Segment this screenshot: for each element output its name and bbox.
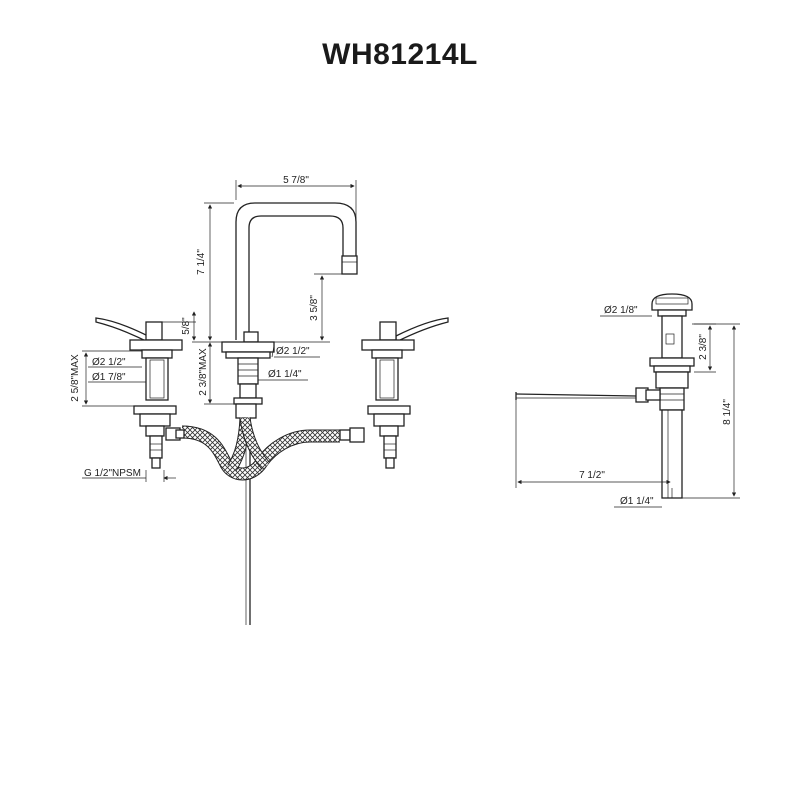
dim-spout-base-dia: Ø2 1/2" [276, 346, 310, 357]
dim-drain-tail-dia: Ø1 1/4" [620, 496, 654, 507]
left-handle [95, 317, 183, 469]
faucet-dimension-labels: 5 7/8" 7 1/4" 3 5/8" 5/8" Ø2 1/2" Ø1 1/4… [70, 175, 320, 479]
faucet-dimensions [82, 180, 357, 482]
dim-drain-rod: 7 1/2" [579, 470, 605, 481]
dim-thread: G 1/2"NPSM [84, 468, 141, 479]
dim-spout-shank-dia: Ø1 1/4" [268, 369, 302, 380]
dim-handle-base-dia: Ø2 1/2" [92, 357, 126, 368]
dim-drain-cap-height: 2 3/8" [698, 334, 709, 360]
dim-spout-max: 2 3/8"MAX [198, 348, 209, 396]
supply-hoses [165, 417, 365, 481]
dim-drain-cap-dia: Ø2 1/8" [604, 305, 638, 316]
dim-drain-total-height: 8 1/4" [722, 399, 733, 425]
dim-spout-height: 7 1/4" [196, 249, 207, 275]
page-title: WH81214L [322, 38, 478, 71]
dim-handle-offset: 5/8" [181, 317, 192, 335]
drain-dimensions [515, 315, 740, 508]
pop-up-drain [515, 293, 695, 499]
dim-handle-shank-dia: Ø1 7/8" [92, 372, 126, 383]
right-handle [361, 317, 449, 469]
spout [221, 202, 358, 625]
drain-dimension-labels: Ø2 1/8" 2 3/8" 8 1/4" 7 1/2" Ø1 1/4" [579, 305, 733, 507]
dim-spout-width: 5 7/8" [283, 175, 309, 186]
dim-spout-reach: 3 5/8" [309, 295, 320, 321]
dim-handle-max: 2 5/8"MAX [70, 354, 81, 402]
